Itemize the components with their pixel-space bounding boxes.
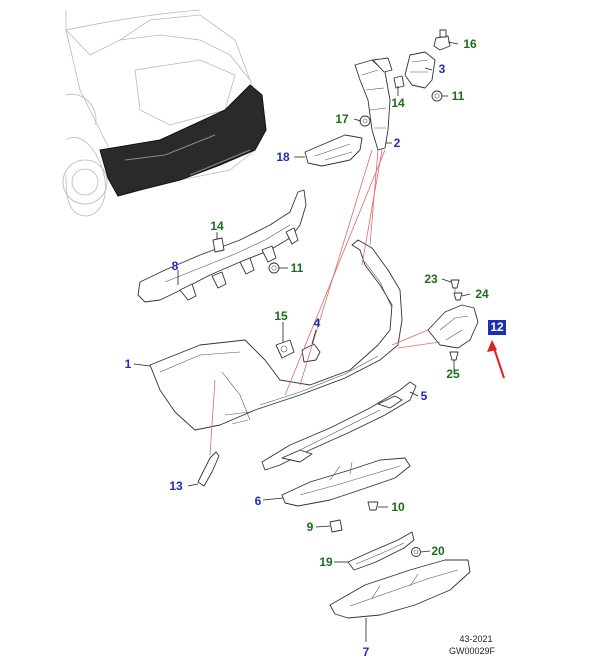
vehicle-overview	[62, 9, 267, 217]
part-2-bracket	[354, 57, 393, 151]
callout-10: 10	[391, 500, 405, 514]
callout-11: 11	[452, 89, 465, 103]
part-19-bracket	[347, 531, 415, 571]
part-17-washer	[359, 115, 371, 127]
part-16-clip	[433, 29, 451, 51]
part-1-bumper-cover	[149, 239, 403, 431]
part-13-strip	[197, 451, 220, 487]
red-arrow-icon	[487, 340, 505, 379]
part-7-lower-panel	[329, 559, 471, 619]
callout-14: 14	[391, 96, 405, 110]
callout-12-highlight-box	[488, 320, 506, 335]
part-14-top-fastener	[393, 75, 405, 89]
callout-14: 14	[210, 219, 224, 233]
callout-19: 19	[319, 555, 333, 569]
part-11-mid-nut	[268, 262, 280, 274]
callout-6: 6	[255, 494, 262, 508]
part-6-shield	[281, 457, 411, 507]
part-18-bracket	[304, 134, 363, 167]
callout-12: 12	[490, 320, 504, 334]
part-10-screw	[367, 501, 379, 511]
callout-25: 25	[446, 367, 460, 381]
callout-24: 24	[475, 287, 489, 301]
leader-lines	[133, 41, 471, 642]
part-15-connector	[275, 339, 295, 359]
callout-8: 8	[172, 259, 179, 273]
part-24-screw	[453, 292, 463, 301]
callout-5: 5	[421, 389, 428, 403]
part-11-top-nut	[431, 90, 443, 102]
part-14-mid-fastener	[212, 237, 225, 253]
part-12-bracket	[427, 304, 479, 349]
callout-11: 11	[291, 261, 304, 275]
callout-15: 15	[274, 309, 288, 323]
part-25-clip	[449, 351, 459, 361]
part-9-clip	[329, 519, 343, 533]
callout-2: 2	[394, 136, 401, 150]
part-3-bracket	[404, 51, 436, 89]
callout-23: 23	[424, 272, 438, 286]
callout-7: 7	[363, 645, 370, 659]
alignment-lines	[209, 149, 441, 456]
part-5-diffuser	[261, 381, 417, 471]
part-8-beam	[137, 189, 307, 303]
callout-16: 16	[463, 37, 477, 51]
callout-20: 20	[431, 544, 445, 558]
callout-1: 1	[125, 357, 132, 371]
diagram-code: GW00029F	[449, 646, 496, 656]
callout-labels: 1234567891011111213141415161718192023242…	[125, 37, 506, 659]
highlighted-rear-bumper	[99, 84, 267, 197]
callout-18: 18	[276, 150, 290, 164]
callout-13: 13	[169, 479, 183, 493]
callout-17: 17	[335, 112, 349, 126]
diagram-date: 43-2021	[459, 634, 492, 644]
part-20-nut	[411, 547, 421, 557]
callout-9: 9	[307, 520, 314, 534]
callout-3: 3	[439, 62, 446, 76]
callout-4: 4	[314, 316, 321, 330]
